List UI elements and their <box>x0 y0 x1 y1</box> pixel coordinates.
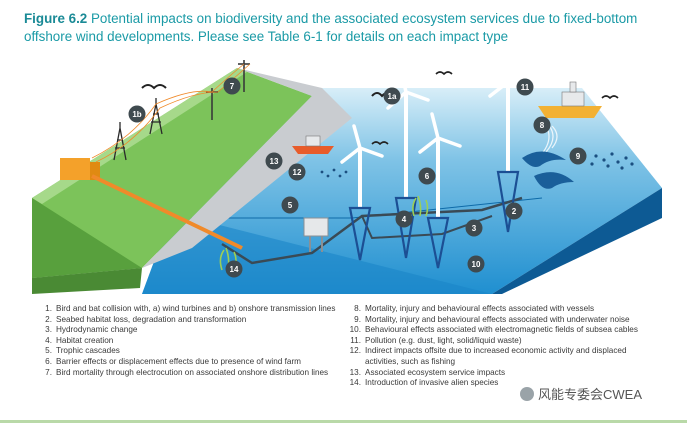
offshore-substation <box>303 217 329 237</box>
impact-marker-5: 5 <box>281 196 299 214</box>
bird-icon <box>435 71 453 76</box>
figure-title: Figure 6.2 Potential impacts on biodiver… <box>24 10 664 46</box>
impact-marker-1b: 1b <box>128 105 146 123</box>
impact-marker-3: 3 <box>465 219 483 237</box>
impact-marker-label: 9 <box>576 152 581 161</box>
impact-marker-12: 12 <box>288 163 306 181</box>
legend-left: 1.Bird and bat collision with, a) wind t… <box>36 304 336 378</box>
legend-item: 12.Indirect impacts offsite due to incre… <box>349 346 627 366</box>
impact-marker-label: 10 <box>472 260 481 269</box>
impact-marker-11: 11 <box>516 78 534 96</box>
watermark-text: 风能专委会CWEA <box>538 387 643 402</box>
impact-marker-label: 5 <box>288 201 293 210</box>
impact-marker-label: 12 <box>293 168 302 177</box>
legend-item: 1.Bird and bat collision with, a) wind t… <box>45 304 336 313</box>
legend-item: 10.Behavioural effects associated with e… <box>349 325 638 335</box>
fish-near-boat <box>320 168 348 178</box>
impact-marker-7: 7 <box>223 77 241 95</box>
bird-icon <box>601 95 619 100</box>
wechat-logo-icon <box>520 386 534 401</box>
onshore-substation <box>60 158 90 180</box>
figure-caption: Potential impacts on biodiversity and th… <box>24 11 638 44</box>
fish-school <box>590 152 634 170</box>
bird-icon <box>371 141 389 146</box>
impact-marker-13: 13 <box>265 152 283 170</box>
dolphin-icon <box>522 151 574 189</box>
impact-marker-1a: 1a <box>383 87 401 105</box>
wind-turbine-4 <box>340 124 384 261</box>
subsea-cable <box>221 196 523 265</box>
footer-rule <box>0 420 687 423</box>
impact-marker-label: 1b <box>132 110 141 119</box>
impact-marker-4: 4 <box>395 210 413 228</box>
impact-marker-label: 4 <box>402 215 407 224</box>
legend-item: 6.Barrier effects or displacement effect… <box>45 356 301 366</box>
figure-label: Figure 6.2 <box>24 11 88 26</box>
cliff <box>142 68 352 268</box>
wind-turbine-2 <box>488 56 532 233</box>
legend-item: 13.Associated ecosystem service impacts <box>349 367 506 377</box>
legend-right: 8.Mortality, injury and behavioural effe… <box>345 304 645 389</box>
impact-marker-8: 8 <box>533 116 551 134</box>
offshore-wind-diagram: 1a 1b 2 3 4 5 6 7 8 9 10 11 12 13 14 <box>32 56 662 294</box>
impact-marker-label: 11 <box>521 83 530 92</box>
legend-item: 3.Hydrodynamic change <box>45 325 138 335</box>
legend-item: 4.Habitat creation <box>45 335 114 345</box>
impact-marker-label: 8 <box>540 121 545 130</box>
impact-marker-9: 9 <box>569 147 587 165</box>
impact-marker-label: 6 <box>425 172 430 181</box>
impact-marker-label: 2 <box>512 207 517 216</box>
legend-item: 11.Pollution (e.g. dust, light, solid/li… <box>350 335 522 345</box>
impact-marker-label: 7 <box>230 82 235 91</box>
impact-marker-label: 14 <box>230 265 239 274</box>
legend-item: 5.Trophic cascades <box>45 346 120 356</box>
impact-marker-6: 6 <box>418 167 436 185</box>
fishing-boat <box>292 135 334 154</box>
pylon-1 <box>113 122 127 161</box>
legend-item: 2.Seabed habitat loss, degradation and t… <box>45 314 247 324</box>
impact-marker-2: 2 <box>505 202 523 220</box>
onshore-substation-side <box>90 162 100 180</box>
impact-marker-10: 10 <box>467 255 485 273</box>
legend-item: 14.Introduction of invasive alien specie… <box>349 378 499 388</box>
impact-marker-label: 1a <box>388 92 397 101</box>
onshore-cable <box>91 174 243 250</box>
impact-marker-label: 13 <box>270 157 279 166</box>
bird-icon <box>141 84 167 90</box>
legend-item: 9.Mortality, injury and behavioural effe… <box>354 314 630 324</box>
land-side <box>32 268 142 294</box>
impact-marker-label: 3 <box>472 224 477 233</box>
land-green <box>32 68 312 278</box>
survey-vessel <box>538 81 602 118</box>
watermark: 风能专委会CWEA <box>520 384 643 403</box>
seabed-edge <box>492 188 662 294</box>
land-front <box>32 198 142 278</box>
legend-item: 8.Mortality, injury and behavioural effe… <box>354 304 595 313</box>
impact-markers: 1a 1b 2 3 4 5 6 7 8 9 10 11 12 13 14 <box>128 77 587 278</box>
wind-turbine-3 <box>418 112 462 269</box>
legend-item: 7.Bird mortality through electrocution o… <box>45 367 329 377</box>
impact-marker-14: 14 <box>225 260 243 278</box>
